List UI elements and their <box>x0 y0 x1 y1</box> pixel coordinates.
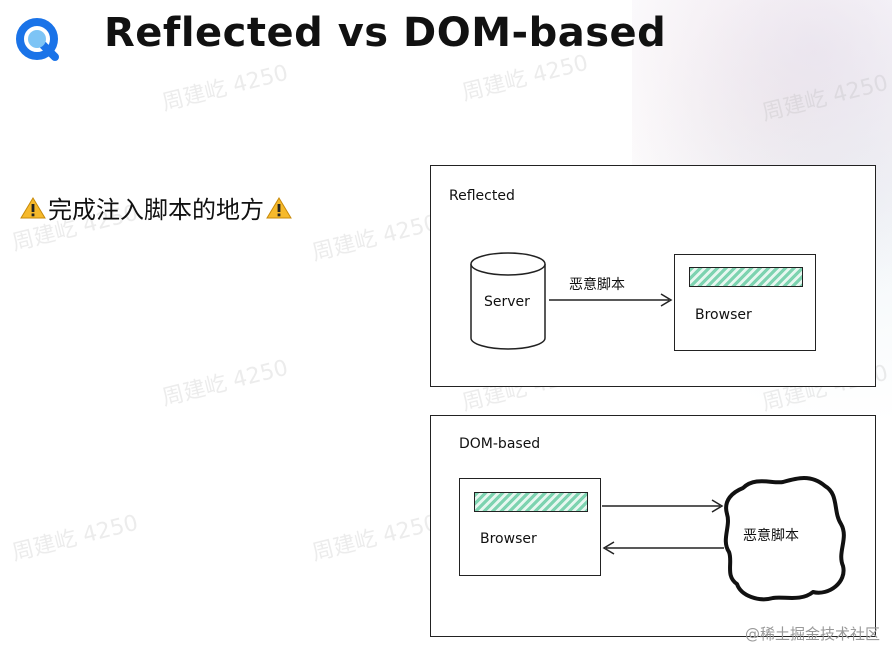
watermark: 周建屹 4250 <box>159 355 291 412</box>
hatched-bar <box>689 267 803 287</box>
cloud-icon <box>723 476 846 602</box>
note-line: 完成注入脚本的地方 <box>20 190 292 225</box>
server-database-icon <box>470 252 546 350</box>
app-logo-icon <box>12 14 62 64</box>
arrow-right-icon <box>549 293 673 307</box>
watermark: 周建屹 4250 <box>9 510 141 567</box>
browser-box: Browser <box>674 254 816 351</box>
browser-label: Browser <box>480 531 537 547</box>
arrow-label: 恶意脚本 <box>569 277 625 293</box>
watermark: 周建屹 4250 <box>309 510 441 567</box>
arrows-bidirectional-icon <box>602 499 724 555</box>
warning-icon <box>266 196 292 218</box>
reflected-diagram: Reflected Server 恶意脚本 Browser <box>430 165 876 387</box>
watermark: 周建屹 4250 <box>159 60 291 117</box>
server-label: Server <box>484 294 530 310</box>
note-text: 完成注入脚本的地方 <box>48 196 264 224</box>
watermark: 周建屹 4250 <box>309 210 441 267</box>
footer-credit: @稀土掘金技术社区 <box>744 625 880 643</box>
page-title: Reflected vs DOM-based <box>104 10 667 56</box>
browser-label: Browser <box>695 307 752 323</box>
watermark: 周建屹 4250 <box>759 70 891 127</box>
diagram-label: Reflected <box>449 188 515 204</box>
dom-based-diagram: DOM-based Browser 恶意脚本 <box>430 415 876 637</box>
cloud-label: 恶意脚本 <box>743 528 799 544</box>
warning-icon <box>20 196 46 218</box>
browser-box: Browser <box>459 478 601 576</box>
diagram-label: DOM-based <box>459 436 541 452</box>
hatched-bar <box>474 492 588 512</box>
